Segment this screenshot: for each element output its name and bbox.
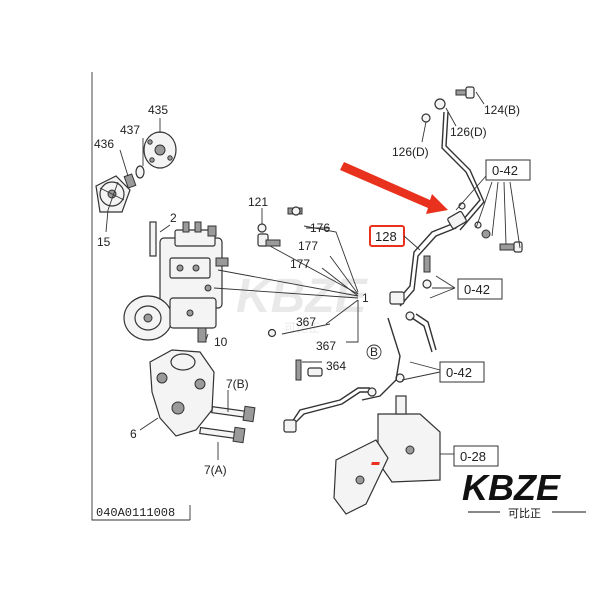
ref-box-o42-mid: 0-42 bbox=[457, 278, 503, 300]
label-436: 436 bbox=[94, 137, 114, 151]
label-b: B bbox=[370, 345, 378, 359]
svg-text:0-42: 0-42 bbox=[446, 365, 472, 380]
label-177-lower: 177 bbox=[290, 257, 310, 271]
ref-box-o42-top: 0-42 bbox=[485, 159, 531, 181]
label-126d-left: 126(D) bbox=[392, 145, 429, 159]
svg-text:KBZE: KBZE bbox=[236, 270, 369, 323]
svg-text:128: 128 bbox=[375, 229, 397, 244]
label-2: 2 bbox=[170, 211, 177, 225]
svg-text:KBZE: KBZE bbox=[462, 467, 561, 508]
svg-text:可比正: 可比正 bbox=[284, 321, 320, 335]
highlight-leader bbox=[403, 235, 421, 251]
callout-b-circle bbox=[366, 344, 382, 360]
bolt-7b bbox=[211, 405, 256, 423]
bolt-2 bbox=[149, 221, 157, 257]
label-126d-right: 126(D) bbox=[450, 125, 487, 139]
label-15: 15 bbox=[97, 235, 111, 249]
label-437: 437 bbox=[120, 123, 140, 137]
banjo-fittings bbox=[421, 86, 523, 253]
injection-pump bbox=[123, 221, 229, 341]
label-124b: 124(B) bbox=[484, 103, 520, 117]
svg-text:0-28: 0-28 bbox=[460, 449, 486, 464]
label-364: 364 bbox=[326, 359, 346, 373]
label-367-lower: 367 bbox=[316, 339, 336, 353]
center-watermark: KBZE 可比正 bbox=[236, 270, 369, 335]
ref-box-o42-low: 0-42 bbox=[439, 361, 485, 383]
label-10: 10 bbox=[214, 335, 228, 349]
label-1: 1 bbox=[362, 291, 369, 305]
figure-code: 040A0111008 bbox=[96, 506, 175, 520]
label-176: 176 bbox=[310, 221, 330, 235]
fitting-121 bbox=[257, 223, 281, 247]
mounting-bracket bbox=[333, 317, 441, 515]
highlight-arrow-icon bbox=[340, 162, 448, 214]
figure-frame bbox=[91, 72, 190, 521]
label-7b: 7(B) bbox=[226, 377, 249, 391]
label-367-upper: 367 bbox=[296, 315, 316, 329]
highlight-128-box: 128 bbox=[369, 225, 405, 247]
label-121: 121 bbox=[248, 195, 268, 209]
svg-text:可比正: 可比正 bbox=[508, 507, 541, 520]
pump-bracket bbox=[149, 327, 215, 437]
label-177-upper: 177 bbox=[298, 239, 318, 253]
svg-text:0-42: 0-42 bbox=[492, 163, 518, 178]
label-6: 6 bbox=[130, 427, 137, 441]
label-7a: 7(A) bbox=[204, 463, 227, 477]
coupling-assembly bbox=[95, 131, 177, 213]
svg-text:0-42: 0-42 bbox=[464, 282, 490, 297]
brand-logo: KBZE 可比正 bbox=[371, 462, 586, 520]
injection-pipe-128 bbox=[389, 111, 485, 307]
bolt-7a bbox=[199, 426, 246, 444]
label-435: 435 bbox=[148, 103, 168, 117]
ref-box-o28: 0-28 bbox=[453, 445, 499, 467]
